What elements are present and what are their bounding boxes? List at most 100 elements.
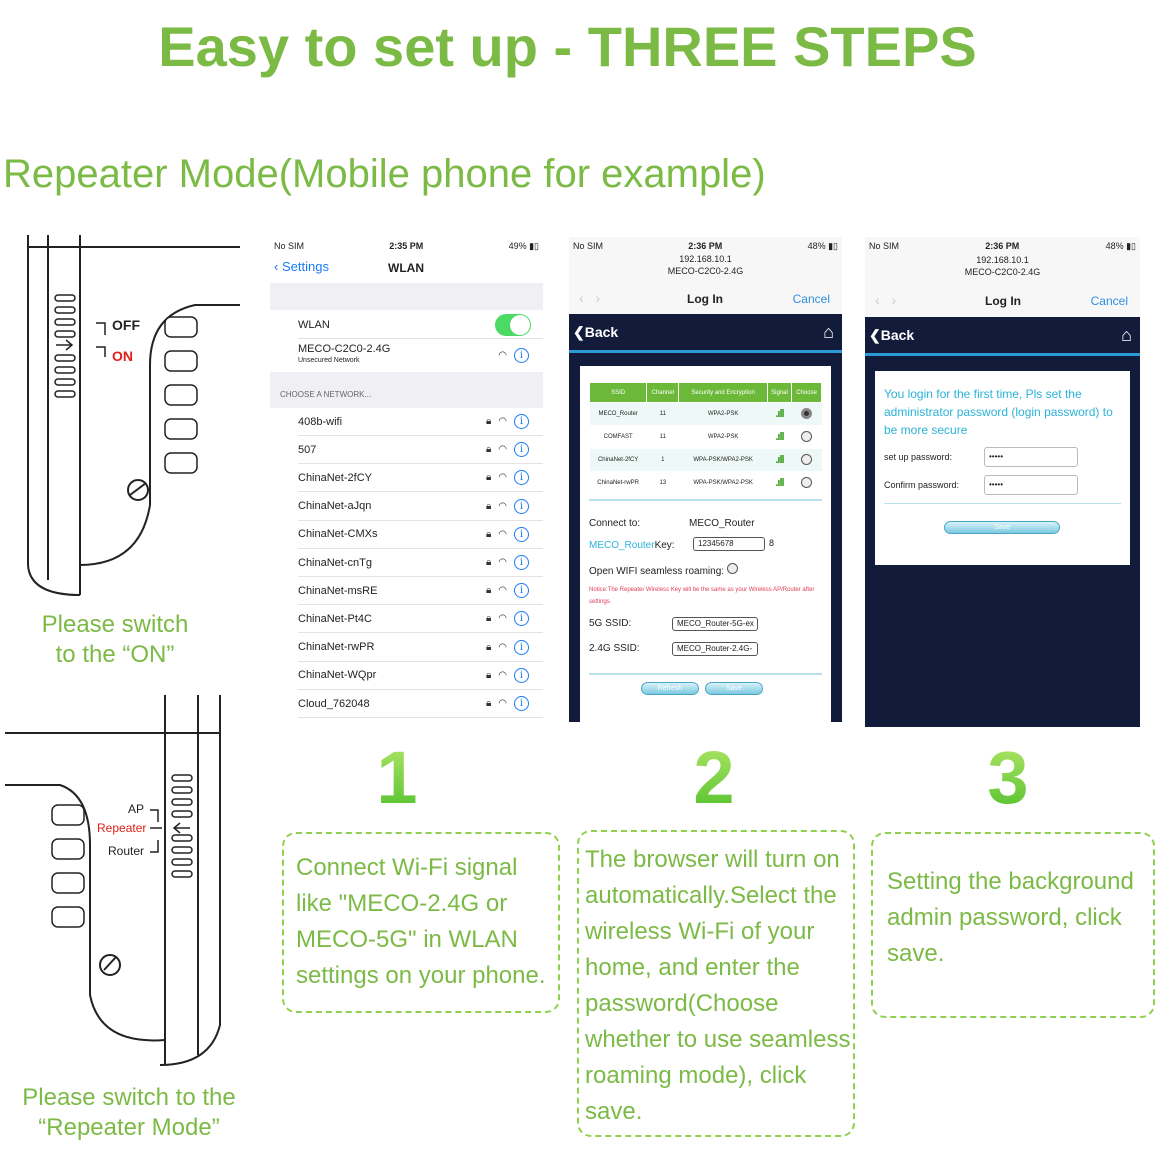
choose-radio[interactable] (801, 453, 813, 465)
ap-label: AP (128, 802, 145, 816)
network-list-item[interactable]: ChinaNet-rwPR🔒︎◠i (298, 634, 543, 662)
ssid-24g-input[interactable]: MECO_Router-2.4G- (672, 642, 758, 656)
lock-icon: 🔒︎ (485, 444, 492, 456)
router-label: Router (108, 844, 145, 858)
setup-password-input[interactable]: ••••• (984, 447, 1078, 467)
router-key-input[interactable]: 12345678 (693, 537, 765, 551)
signal-icon: .ıll (767, 425, 792, 449)
info-icon[interactable]: i (514, 667, 529, 683)
section-header: CHOOSE A NETWORK... (270, 372, 543, 408)
roaming-radio (726, 563, 738, 574)
info-icon[interactable]: i (514, 696, 529, 711)
network-list-item[interactable]: ChinaNet-WQpr🔒︎◠i (298, 662, 543, 690)
nav-title: WLAN (388, 261, 424, 275)
network-list-item[interactable]: ChinaNet-2fCY🔒︎◠i (298, 464, 543, 493)
choose-radio[interactable] (801, 407, 813, 419)
wifi-icon: ◠ (498, 349, 507, 361)
lock-icon: 🔒︎ (485, 641, 492, 653)
save-button[interactable]: Save (705, 682, 763, 695)
step-1-description: Connect Wi-Fi signal like "MECO-2.4G or … (282, 832, 560, 1013)
signal-icon: .ıll (767, 448, 792, 472)
wlan-toggle[interactable] (495, 313, 531, 336)
network-list-item[interactable]: ChinaNet-aJqn🔒︎◠i (298, 493, 543, 521)
table-header: Channel (646, 382, 680, 403)
device-switch-on-illustration (27, 235, 240, 596)
step-number-3: 3 (958, 735, 1058, 820)
chevron-left-icon: ‹ (274, 259, 279, 274)
table-header: SSID (588, 382, 648, 403)
lock-icon: 🔒︎ (485, 585, 492, 597)
wifi-icon: ◠ (498, 698, 507, 709)
lock-icon: 🔒︎ (485, 669, 492, 681)
repeater-mode-caption: Please switch to the“Repeater Mode” (22, 1084, 236, 1141)
network-list-item[interactable]: ChinaNet-cnTg🔒︎◠i (298, 549, 543, 577)
info-icon[interactable]: i (514, 526, 529, 542)
lock-icon: 🔒︎ (485, 472, 492, 484)
signal-icon: .ıll (767, 402, 792, 426)
info-icon[interactable]: i (514, 442, 529, 458)
network-list-item[interactable]: 408b-wifi🔒︎◠i (298, 408, 543, 436)
switch-off-label: OFF (112, 317, 140, 333)
home-icon[interactable]: ⌂ (823, 322, 834, 342)
table-header: Security and Encryption (678, 382, 768, 403)
lock-icon: 🔒︎ (485, 528, 492, 540)
network-list-item[interactable]: ChinaNet-msRE🔒︎◠i (298, 577, 543, 606)
cancel-button[interactable]: Cancel (792, 292, 830, 306)
network-list-item[interactable]: Cloud_762048🔒︎◠i (298, 690, 543, 718)
choose-radio[interactable] (801, 476, 813, 488)
wifi-icon: ◠ (498, 641, 507, 653)
wifi-icon: ◠ (498, 669, 507, 681)
repeater-label: Repeater (97, 821, 147, 835)
switch-on-label: ON (112, 348, 133, 364)
info-icon[interactable]: i (514, 470, 529, 486)
confirm-password-input[interactable]: ••••• (984, 475, 1078, 495)
info-icon[interactable]: i (514, 498, 529, 514)
save-button[interactable]: Save (944, 521, 1060, 534)
back-button[interactable]: ❮Back (869, 327, 915, 343)
info-icon[interactable]: i (514, 414, 529, 429)
lock-icon: 🔒︎ (485, 500, 492, 512)
network-list-item[interactable]: ChinaNet-Pt4C🔒︎◠i (298, 605, 543, 634)
step-number-2: 2 (664, 735, 764, 820)
network-list-item[interactable]: ChinaNet-CMXs🔒︎◠i (298, 521, 543, 549)
subtitle: Repeater Mode(Mobile phone for example) (3, 152, 766, 196)
refresh-button[interactable]: Refresh (641, 682, 699, 695)
ssid-5g-input[interactable]: MECO_Router-5G-ex (672, 617, 758, 631)
settings-back-button[interactable]: ‹ Settings (274, 259, 329, 274)
wifi-icon: ◠ (498, 500, 507, 512)
browser-nav-arrows[interactable]: ‹ › (579, 290, 600, 306)
lock-icon: 🔒︎ (485, 613, 492, 625)
info-icon[interactable]: i (514, 555, 529, 570)
cancel-button[interactable]: Cancel (1090, 294, 1128, 308)
network-list-item[interactable]: 507🔒︎◠i (298, 436, 543, 465)
info-icon[interactable]: i (514, 639, 529, 655)
table-header: Choose (791, 382, 822, 403)
browser-nav-arrows[interactable]: ‹ › (875, 292, 896, 308)
roaming-option[interactable]: Open WIFI seamless roaming: (589, 563, 738, 577)
info-icon[interactable]: i (514, 583, 529, 599)
step-3-description: Setting the background admin password, c… (871, 832, 1155, 1018)
info-icon[interactable]: i (514, 347, 529, 363)
step-2-description: The browser will turn on automatically.S… (577, 830, 855, 1137)
device-repeater-mode-illustration (5, 695, 221, 1066)
main-title: Easy to set up - THREE STEPS (158, 15, 977, 78)
step-number-1: 1 (347, 735, 447, 820)
wifi-icon: ◠ (498, 416, 507, 427)
home-icon[interactable]: ⌂ (1121, 325, 1132, 345)
back-button[interactable]: ❮Back (573, 324, 619, 340)
choose-radio[interactable] (801, 430, 813, 442)
wifi-icon: ◠ (498, 444, 507, 456)
table-header: Signal (766, 382, 793, 403)
wifi-icon: ◠ (498, 557, 507, 568)
info-icon[interactable]: i (514, 611, 529, 627)
